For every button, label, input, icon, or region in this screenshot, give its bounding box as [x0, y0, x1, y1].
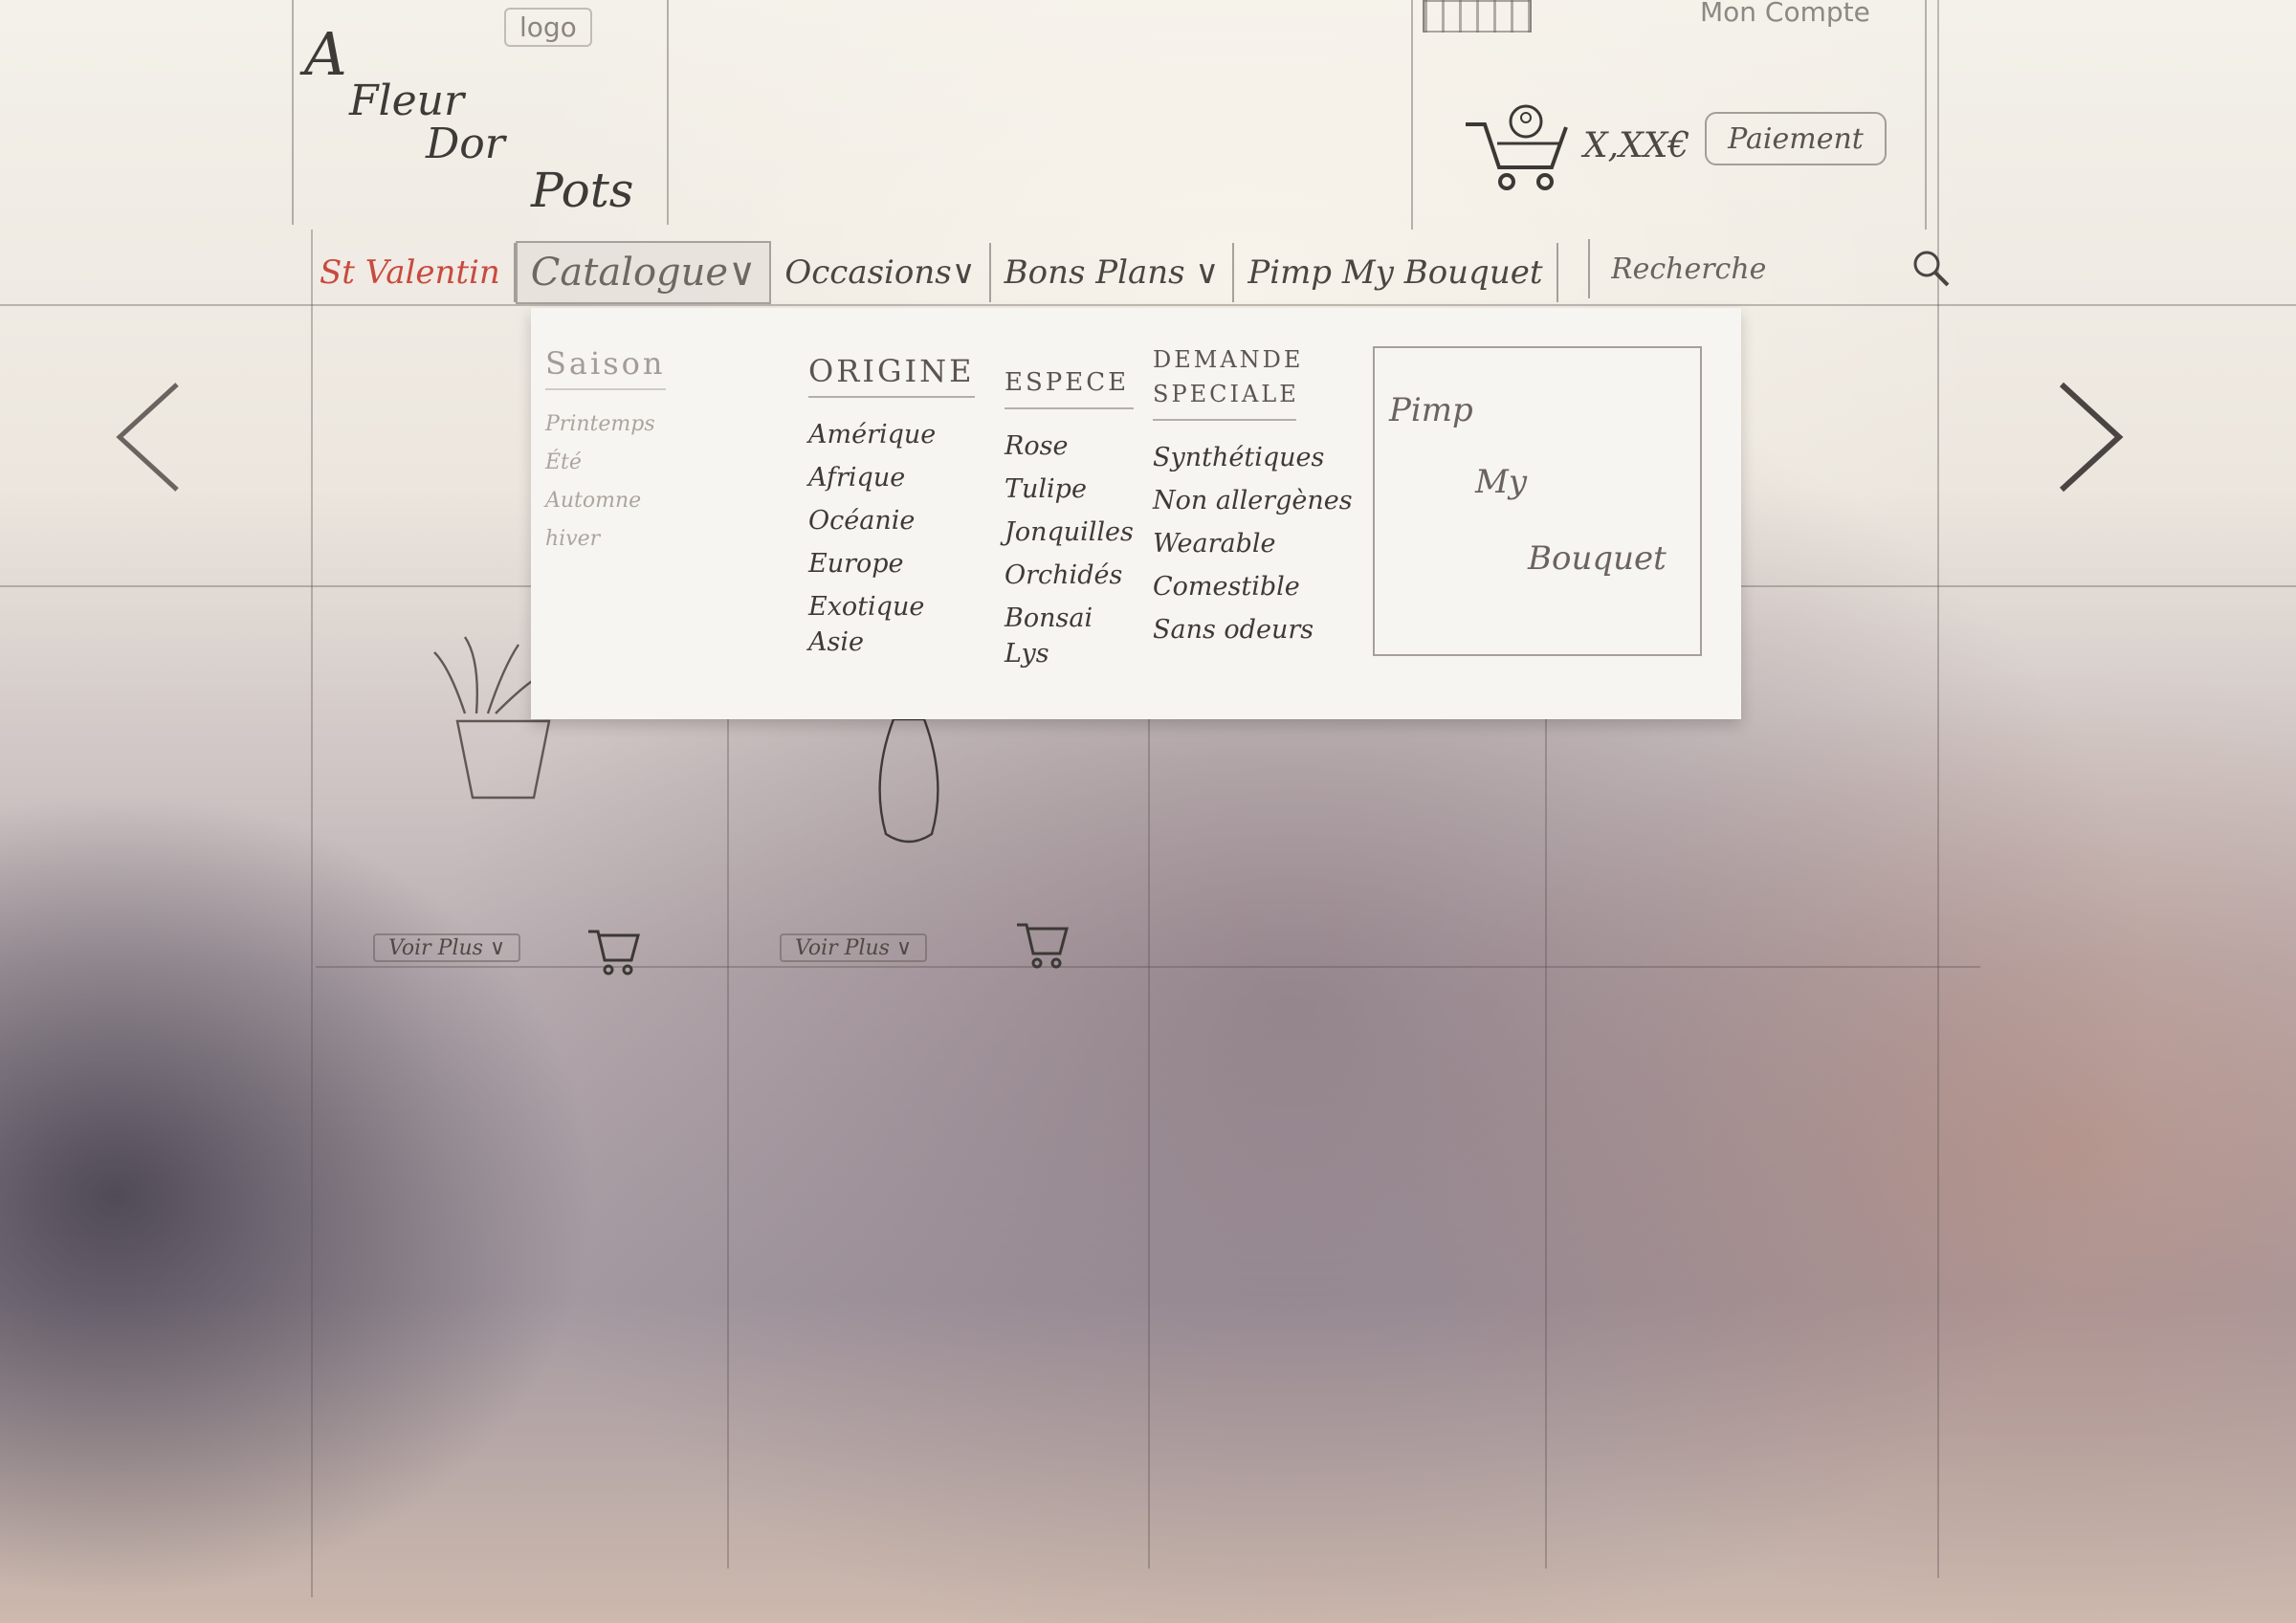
- chevron-left-icon[interactable]: [105, 375, 191, 499]
- dropdown-item[interactable]: Été: [545, 450, 582, 474]
- search-bar: [1588, 239, 1954, 298]
- dropdown-item[interactable]: Rose: [1004, 431, 1069, 461]
- grid-line: [316, 966, 1980, 968]
- nav-pimp-my-bouquet[interactable]: Pimp My Bouquet: [1234, 243, 1558, 302]
- grid-line: [311, 230, 313, 1597]
- more-button[interactable]: Voir Plus ∨: [373, 933, 521, 962]
- dropdown-item[interactable]: Synthétiques: [1153, 443, 1325, 472]
- grid-line: [0, 304, 2296, 306]
- dropdown-item[interactable]: Comestible: [1153, 572, 1300, 602]
- catalogue-dropdown: Saison Printemps Été Automne hiver ORIGI…: [531, 308, 1741, 719]
- brand-name-line: A: [304, 19, 347, 89]
- carousel: [0, 308, 2296, 585]
- dropdown-item[interactable]: hiver: [545, 527, 601, 551]
- dropdown-item[interactable]: Automne: [545, 489, 642, 513]
- column-heading: ESPECE: [1004, 365, 1134, 409]
- grid-line: [1937, 0, 1939, 1578]
- payment-button[interactable]: Paiement: [1705, 112, 1887, 165]
- main-nav: St Valentin Catalogue∨ Occasions∨ Bons P…: [306, 239, 1950, 306]
- flag-icon[interactable]: [1423, 0, 1532, 33]
- chevron-right-icon[interactable]: [2047, 375, 2133, 499]
- nav-catalogue[interactable]: Catalogue∨: [515, 241, 772, 304]
- brand-name-line: Pots: [531, 163, 634, 218]
- dropdown-item[interactable]: Tulipe: [1004, 474, 1087, 504]
- search-input[interactable]: [1609, 251, 1823, 287]
- dropdown-item[interactable]: Amérique: [808, 420, 937, 450]
- dropdown-item[interactable]: Océanie: [808, 506, 916, 536]
- dropdown-item[interactable]: Jonquilles: [1004, 517, 1134, 547]
- dropdown-item[interactable]: Afrique: [808, 463, 906, 493]
- nav-bons-plans[interactable]: Bons Plans ∨: [991, 243, 1235, 302]
- dropdown-item[interactable]: Europe: [808, 549, 904, 579]
- grid-line: [727, 708, 729, 1568]
- dropdown-item[interactable]: Exotique: [808, 592, 925, 622]
- promo-word: Pimp: [1389, 391, 1473, 429]
- dropdown-item[interactable]: Bonsai: [1004, 603, 1093, 633]
- dropdown-column-saison: Saison Printemps Été Automne hiver: [545, 346, 666, 559]
- promo-word: My: [1475, 463, 1528, 501]
- dropdown-column-espece: ESPECE Rose Tulipe Jonquilles Orchidés B…: [1004, 365, 1134, 669]
- account-link[interactable]: Mon Compte: [1700, 0, 1870, 28]
- brand-name-line: Fleur: [349, 77, 465, 125]
- dropdown-item[interactable]: Asie: [808, 627, 864, 657]
- nav-st-valentin[interactable]: St Valentin: [306, 243, 516, 302]
- dropdown-item[interactable]: Wearable: [1153, 529, 1276, 559]
- more-button[interactable]: Voir Plus ∨: [780, 933, 928, 962]
- account-area: Mon Compte X,XX€ Paiement: [1411, 0, 1927, 230]
- grid-line: [1545, 708, 1547, 1568]
- dropdown-column-demande-speciale: DEMANDE SPECIALE Synthétiques Non allerg…: [1153, 342, 1353, 651]
- grid-line: [1148, 708, 1150, 1568]
- brand-name-line: Dor: [426, 120, 505, 168]
- dropdown-column-origine: ORIGINE Amérique Afrique Océanie Europe …: [808, 354, 975, 657]
- product-image[interactable]: [383, 622, 593, 813]
- logo-area[interactable]: logo: [292, 0, 669, 225]
- logo-label: logo: [504, 8, 592, 47]
- search-icon[interactable]: [1910, 247, 1954, 291]
- dropdown-item[interactable]: Lys: [1004, 639, 1049, 669]
- nav-occasions[interactable]: Occasions∨: [771, 243, 991, 302]
- dropdown-item[interactable]: Sans odeurs: [1153, 615, 1314, 645]
- dropdown-item[interactable]: Printemps: [545, 412, 655, 436]
- pimp-my-bouquet-promo[interactable]: Pimp My Bouquet: [1373, 346, 1702, 656]
- cart-total: X,XX€: [1583, 126, 1690, 165]
- cart-icon[interactable]: [585, 920, 643, 977]
- cart-icon[interactable]: [1461, 100, 1576, 196]
- dropdown-item[interactable]: Orchidés: [1004, 560, 1123, 590]
- dropdown-item[interactable]: Non allergènes: [1153, 486, 1353, 515]
- cart-icon[interactable]: [1014, 913, 1071, 971]
- column-heading: DEMANDE SPECIALE: [1153, 342, 1300, 421]
- column-heading: ORIGINE: [808, 354, 975, 398]
- promo-word: Bouquet: [1528, 539, 1667, 578]
- column-heading: Saison: [545, 346, 666, 390]
